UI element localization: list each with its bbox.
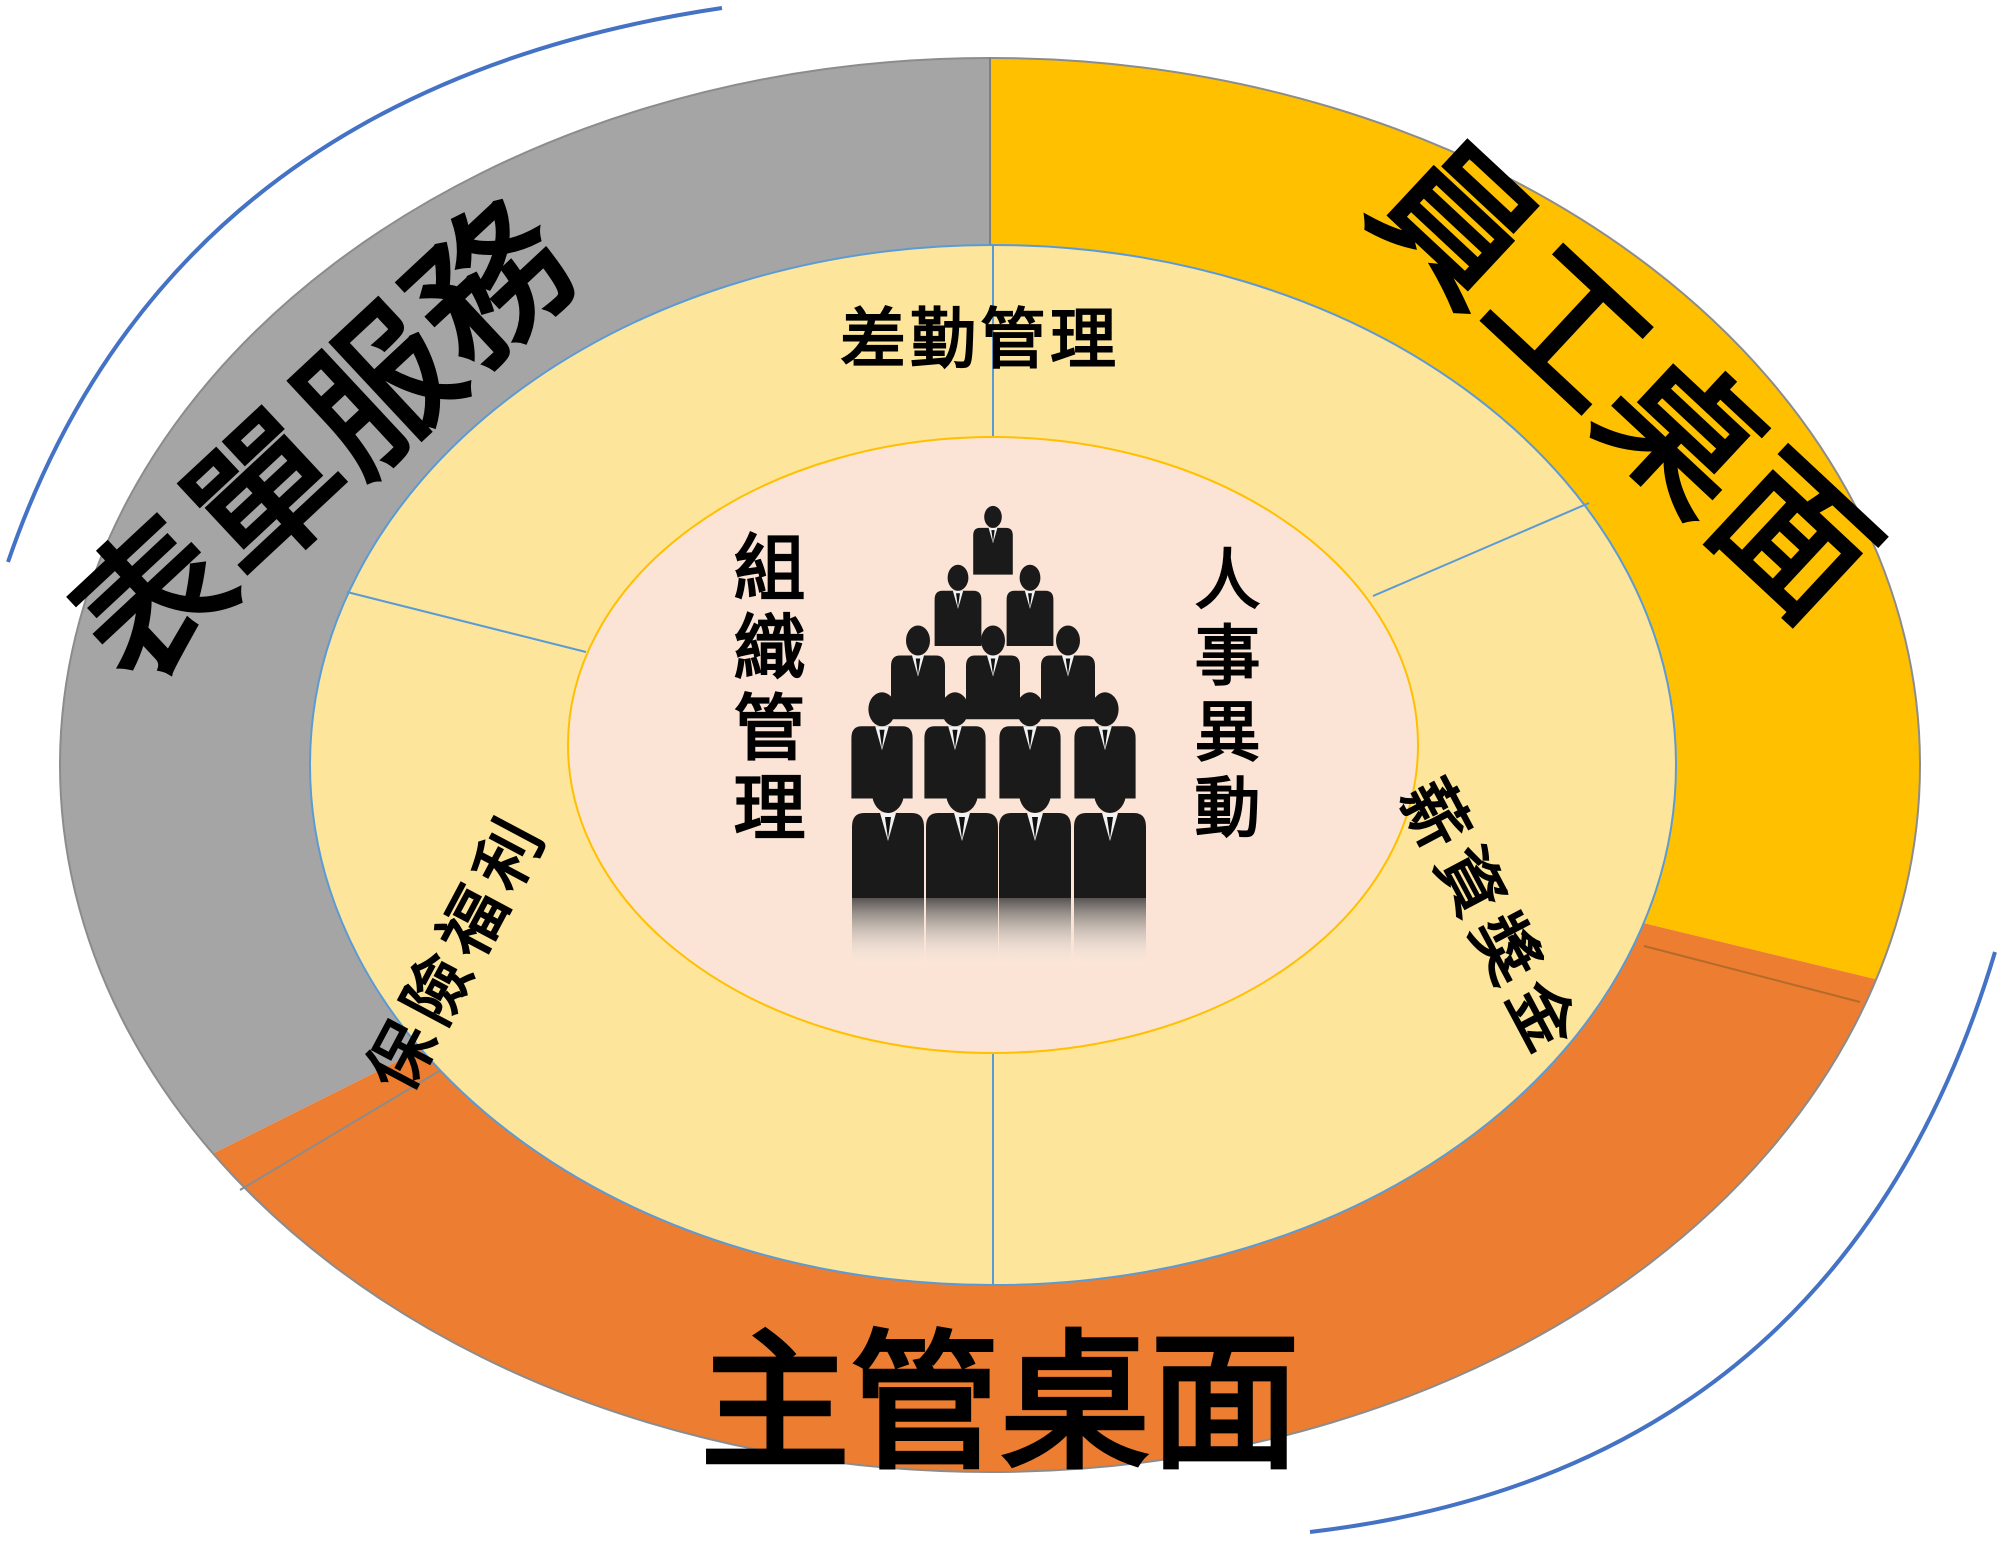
decorative-arc-top-left xyxy=(6,6,723,563)
person-silhouette xyxy=(973,505,1013,575)
organization-label: 組織管理 xyxy=(721,530,805,850)
person-silhouette xyxy=(1041,625,1095,720)
manager-desktop-label: 主管桌面 xyxy=(700,1317,1300,1491)
business-people-pyramid-icon xyxy=(851,505,1146,968)
person-silhouette xyxy=(852,773,924,968)
person-silhouette xyxy=(966,625,1020,720)
inner-hub xyxy=(567,436,1419,1054)
middle-ring-dividers xyxy=(346,245,1590,1285)
person-silhouette xyxy=(926,773,998,968)
personnel-change-label: 人事異動 xyxy=(1184,545,1261,849)
person-silhouette xyxy=(999,773,1071,968)
person-silhouette xyxy=(1006,564,1054,646)
person-silhouette xyxy=(934,564,982,646)
person-silhouette xyxy=(891,625,945,720)
person-silhouette xyxy=(1074,773,1146,968)
decorative-arc-bottom-right xyxy=(1309,951,1997,1534)
attendance-label: 差勤管理 xyxy=(840,301,1120,378)
